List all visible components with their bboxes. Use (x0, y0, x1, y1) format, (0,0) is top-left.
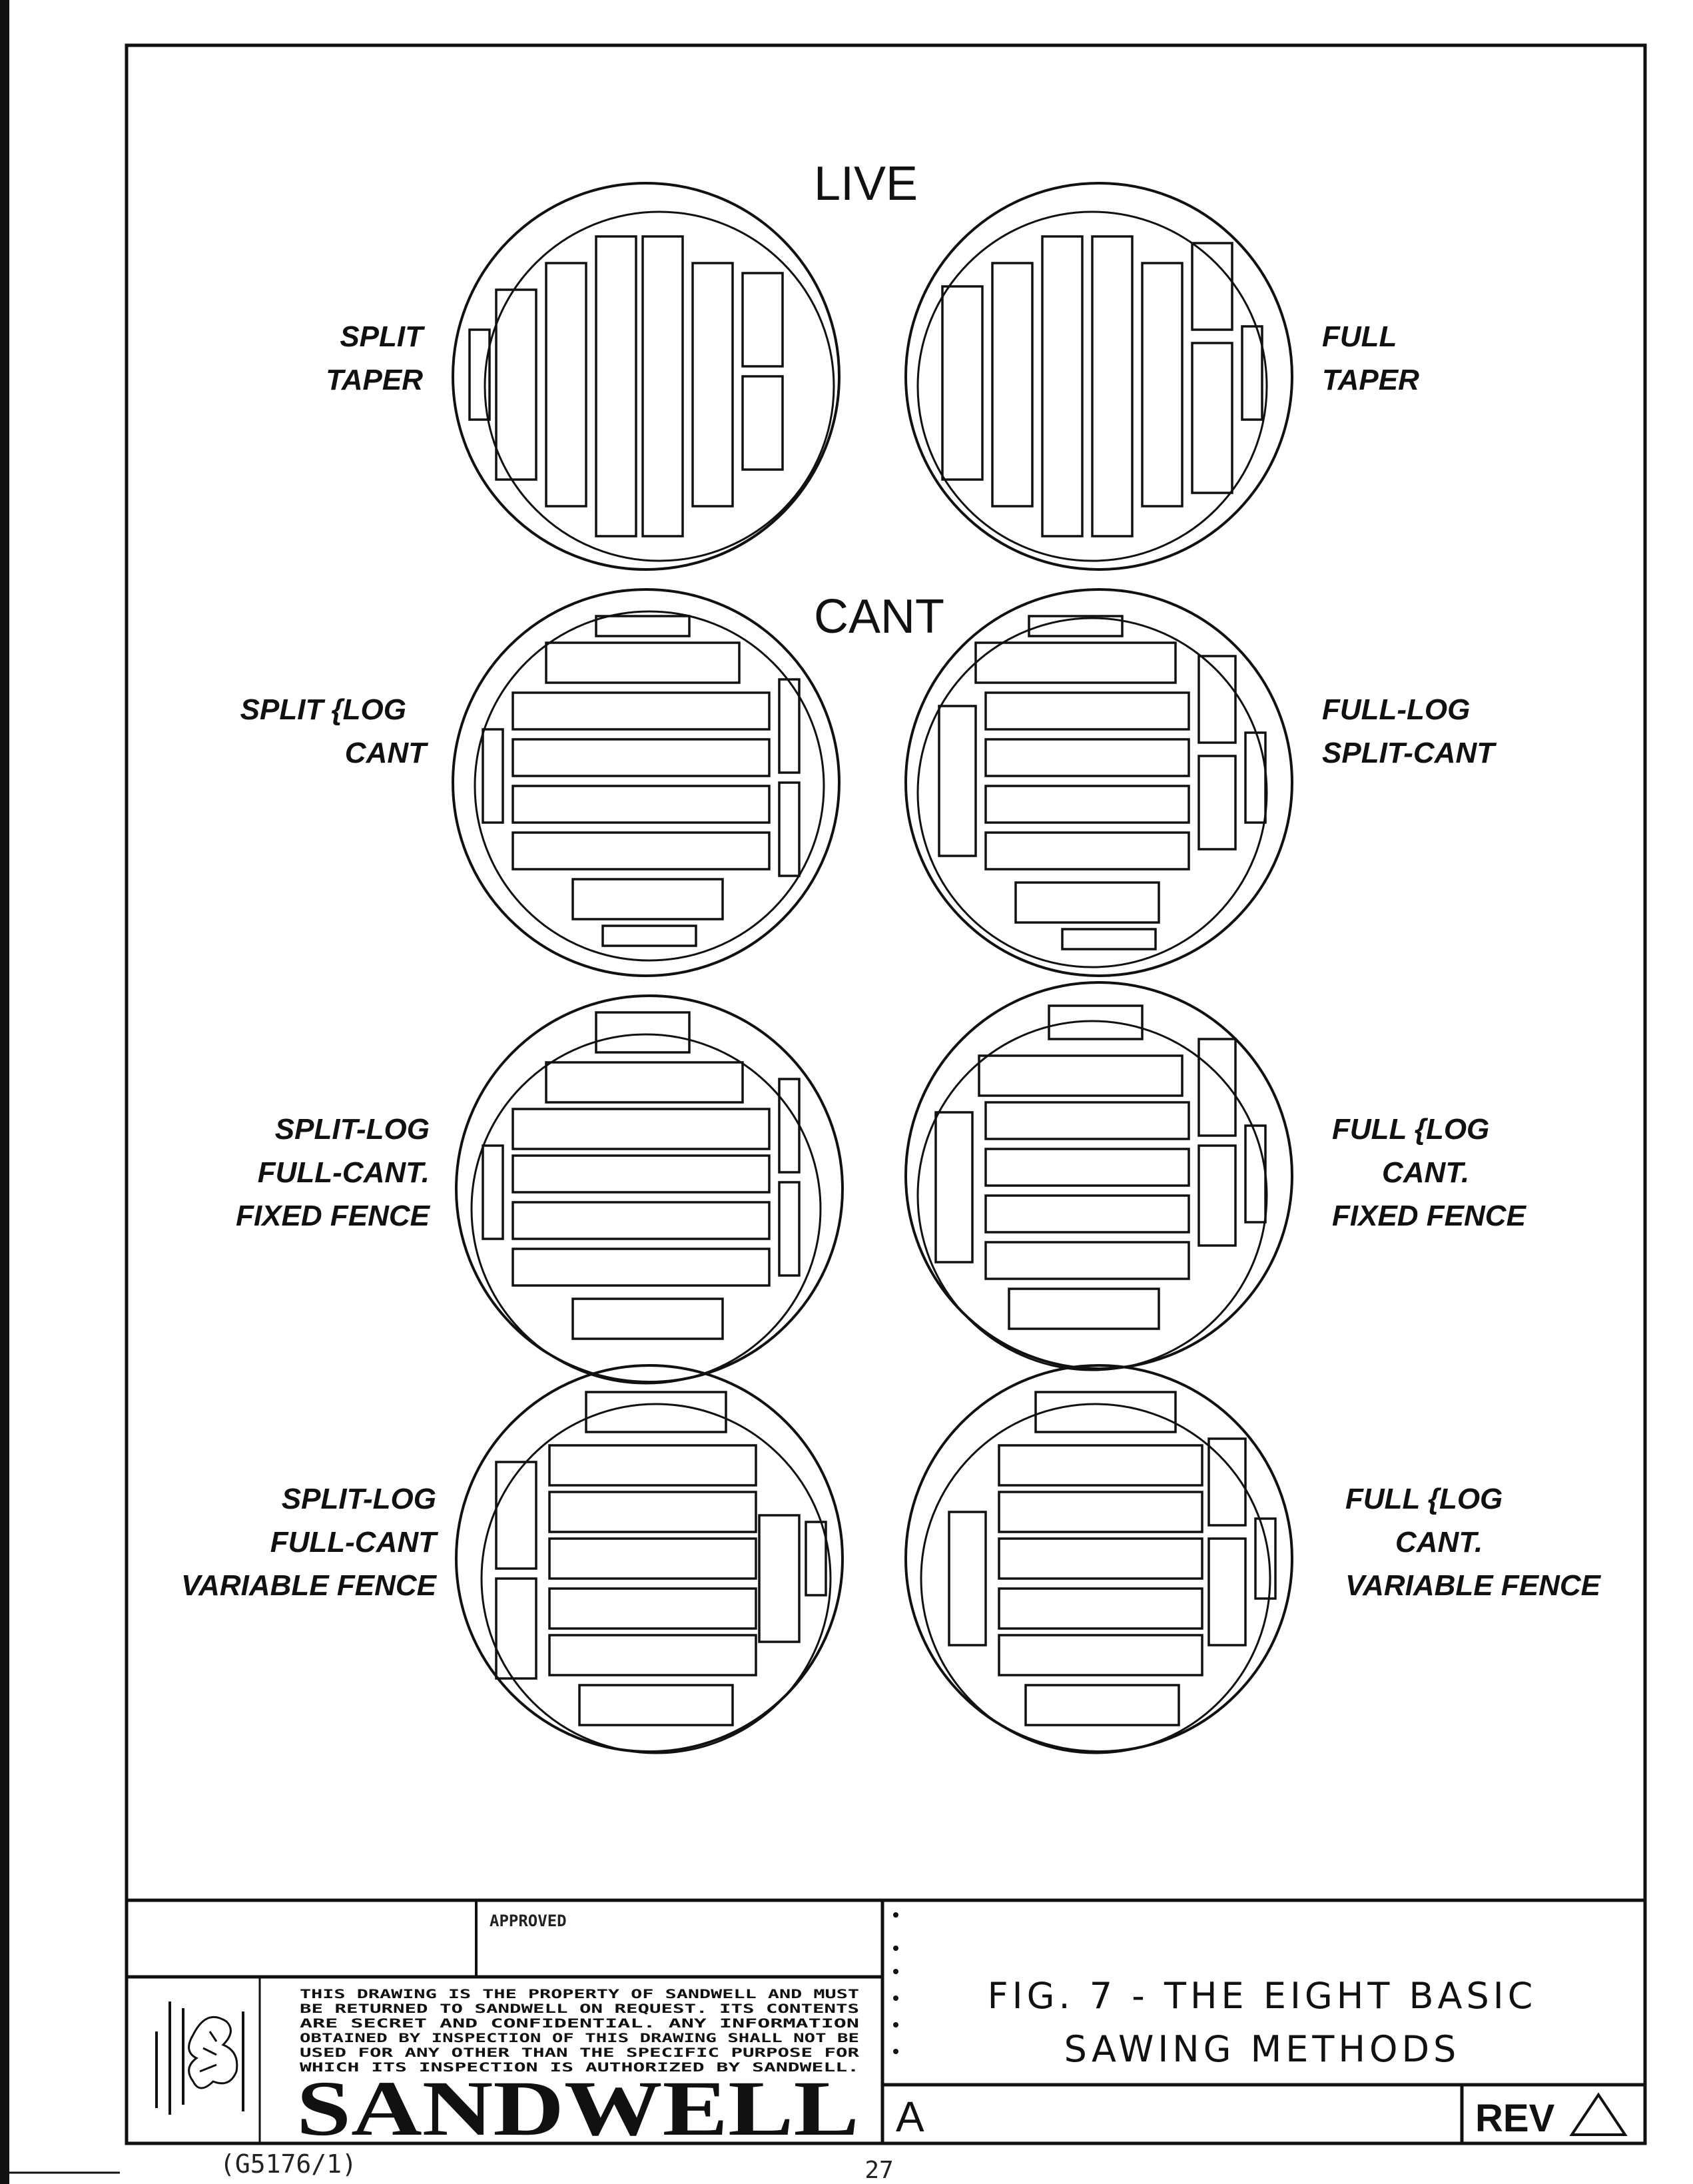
diagram-label-line: TAPER (326, 364, 423, 396)
form-code: (G5176/1) (220, 2149, 357, 2179)
diagram-full-taper: FULL TAPER (904, 182, 1419, 571)
title-block (127, 1898, 1645, 2143)
section-heading-cant: CANT (814, 590, 944, 643)
notice-line: THIS DRAWING IS THE PROPERTY OF SANDWELL… (300, 1988, 859, 2002)
notice-line: USED FOR ANY OTHER THAN THE SPECIFIC PUR… (300, 2046, 860, 2060)
diagram-label-line: SPLIT-CANT (1322, 737, 1497, 769)
diagram-full-log-cant-variable-fence: FULL {LOG CANT. VARIABLE FENCE (904, 1364, 1602, 1754)
diagram-label-line: FULL {LOG (1345, 1483, 1503, 1515)
diagram-label-line: CANT (345, 737, 428, 769)
diagram-full-log-split-cant: FULL-LOG SPLIT-CANT (904, 588, 1497, 977)
diagram-label-line: CANT. (1382, 1156, 1469, 1189)
diagram-split-log-full-cant-variable-fence: SPLIT-LOG FULL-CANT VARIABLE FENCE (181, 1364, 844, 1754)
company-logo (155, 2002, 244, 2115)
drawing-title-line-1: FIG. 7 - THE EIGHT BASIC (988, 1975, 1537, 2017)
log-circle-inner (916, 210, 1268, 562)
log-circle-outer (455, 1364, 844, 1753)
drawing-title-line-2: SAWING METHODS (1064, 2028, 1461, 2070)
boards (948, 1391, 1277, 1726)
log-circle-inner (484, 210, 835, 562)
log-circle-outer (452, 182, 841, 571)
notice-line: ARE SECRET AND CONFIDENTIAL. ANY INFORMA… (300, 2017, 859, 2031)
boards (938, 615, 1267, 950)
diagram-label-line: SPLIT (340, 320, 425, 353)
revision-triangle-icon (1569, 2092, 1628, 2136)
fold-marks (893, 1912, 898, 2054)
diagram-label-line: FULL-LOG (1322, 693, 1470, 726)
diagram-label-line: SPLIT {LOG (240, 693, 406, 726)
diagram-label-line: CANT. (1395, 1526, 1483, 1559)
diagram-label-line: SPLIT-LOG (282, 1483, 436, 1515)
diagram-label-line: FULL {LOG (1332, 1113, 1489, 1146)
log-circle-inner (480, 1403, 832, 1754)
log-circle-outer (904, 1364, 1293, 1753)
log-circle-inner (916, 617, 1268, 968)
diagram-full-log-cant-fixed-fence: FULL {LOG CANT. FIXED FENCE (904, 981, 1527, 1371)
page-number: 27 (864, 2157, 893, 2184)
log-circle-inner (470, 1033, 822, 1385)
diagram-label-line: SPLIT-LOG (275, 1113, 430, 1146)
diagram-label-line: FULL (1322, 320, 1397, 353)
diagram-split-taper: SPLIT TAPER (326, 182, 841, 571)
notice-line: WHICH ITS INSPECTION IS AUTHORIZED BY SA… (300, 2061, 859, 2075)
section-heading-live: LIVE (814, 157, 918, 210)
log-circle-inner (916, 1020, 1268, 1371)
company-name: SANDWELL (296, 2065, 859, 2152)
revision-label: REV (1475, 2097, 1555, 2140)
diagram-split-log-full-cant-fixed-fence: SPLIT-LOG FULL-CANT. FIXED FENCE (236, 994, 844, 1385)
diagram-label-line: FULL-CANT (270, 1526, 438, 1559)
log-circle-outer (452, 588, 841, 977)
log-circle-inner (474, 610, 825, 962)
confidentiality-notice: THIS DRAWING IS THE PROPERTY OF SANDWELL… (300, 1988, 860, 2075)
diagram-label-line: VARIABLE FENCE (1345, 1569, 1602, 1602)
diagram-label-line: VARIABLE FENCE (181, 1569, 438, 1602)
approved-label: APPROVED (490, 1912, 567, 1930)
diagram-label-line: TAPER (1322, 364, 1419, 396)
log-circle-outer (904, 981, 1293, 1370)
boards (941, 235, 1263, 538)
log-circle-outer (904, 182, 1293, 571)
sheet-border (125, 43, 1647, 2145)
diagram-label-line: FIXED FENCE (236, 1200, 431, 1232)
notice-line: OBTAINED BY INSPECTION OF THIS DRAWING S… (300, 2031, 859, 2045)
log-circle-outer (455, 994, 844, 1383)
boards (495, 1391, 827, 1726)
notice-line: BE RETURNED TO SANDWELL ON REQUEST. ITS … (300, 2002, 859, 2016)
log-circle-outer (904, 588, 1293, 977)
diagram-label-line: FULL-CANT. (258, 1156, 430, 1189)
diagram-split-log-cant: SPLIT {LOG CANT (240, 588, 841, 977)
boards (468, 235, 784, 538)
sheet-size-letter: A (896, 2093, 924, 2141)
boards (482, 1011, 801, 1340)
boards (934, 1004, 1267, 1330)
boards (482, 615, 801, 947)
binding-edge (0, 0, 9, 2184)
log-circle-inner (920, 1403, 1271, 1754)
diagram-label-line: FIXED FENCE (1332, 1200, 1527, 1232)
